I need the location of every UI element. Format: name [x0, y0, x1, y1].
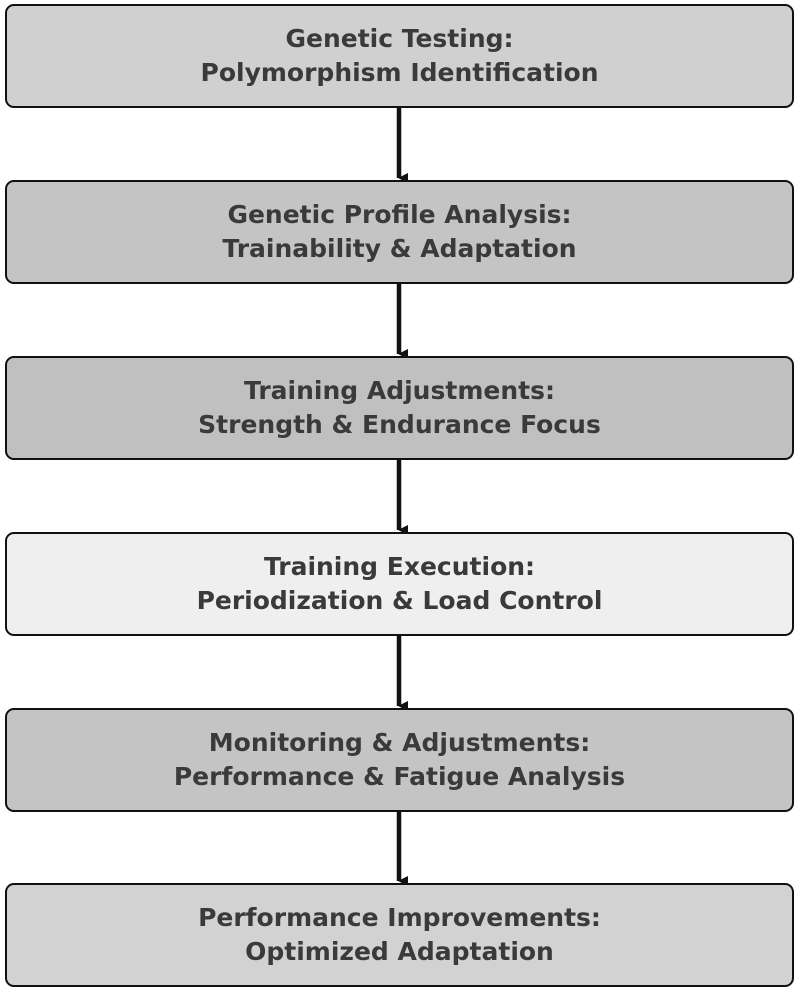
- step-monitoring-adjustments: Monitoring & Adjustments: Performance & …: [5, 708, 794, 812]
- step-title: Monitoring & Adjustments:: [208, 728, 591, 757]
- step-training-adjustments: Training Adjustments: Strength & Enduran…: [5, 356, 794, 460]
- step-subtitle: Optimized Adaptation: [245, 937, 554, 966]
- step-title: Genetic Profile Analysis:: [227, 200, 572, 229]
- step-genetic-profile-analysis: Genetic Profile Analysis: Trainability &…: [5, 180, 794, 284]
- step-subtitle: Periodization & Load Control: [196, 586, 603, 615]
- step-title: Training Adjustments:: [244, 376, 555, 405]
- step-subtitle: Polymorphism Identification: [200, 58, 599, 87]
- step-title: Genetic Testing:: [285, 24, 514, 53]
- step-title: Performance Improvements:: [198, 903, 601, 932]
- step-performance-improvements: Performance Improvements: Optimized Adap…: [5, 883, 794, 987]
- step-training-execution: Training Execution: Periodization & Load…: [5, 532, 794, 636]
- step-subtitle: Strength & Endurance Focus: [198, 410, 601, 439]
- step-genetic-testing: Genetic Testing: Polymorphism Identifica…: [5, 4, 794, 108]
- step-subtitle: Performance & Fatigue Analysis: [173, 762, 626, 791]
- step-subtitle: Trainability & Adaptation: [222, 234, 577, 263]
- step-title: Training Execution:: [263, 552, 536, 581]
